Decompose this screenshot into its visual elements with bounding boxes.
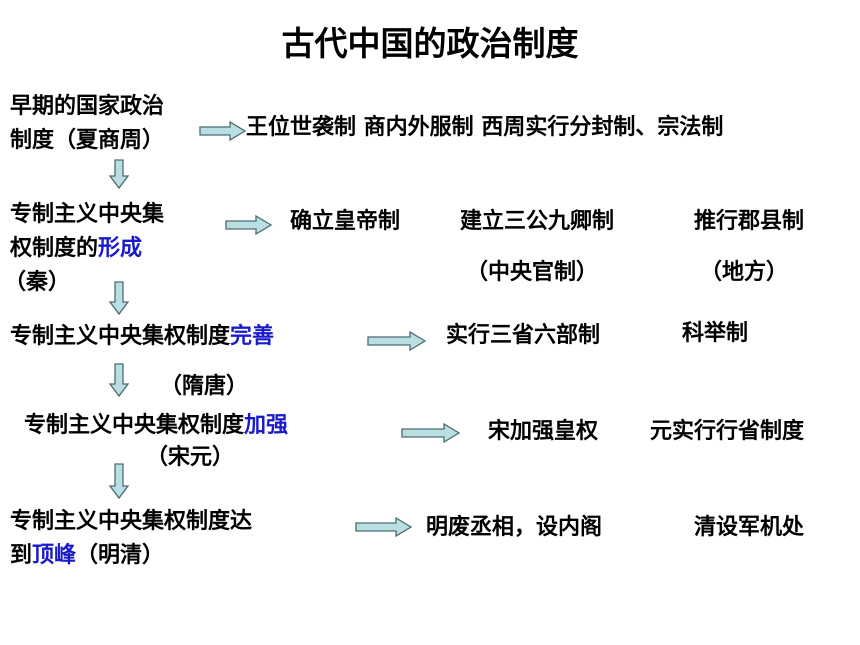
stage-5-label-text: 到 [10,543,33,568]
stage-1-label-line-2: 制度（夏商周） [10,128,165,153]
down-arrow-icon [108,281,130,316]
right-arrow-icon [199,120,247,142]
stage-5-highlight: 顶峰 [32,543,77,568]
stage-5-label-line-2: 到顶峰（明清） [10,541,164,571]
right-arrow-icon [355,516,413,538]
stage-2-detail-3: 推行郡县制 [694,209,805,234]
stage-4-period: （宋元） [146,445,235,470]
stage-2-period: （秦） [4,270,71,295]
stage-2-detail-2: 建立三公九卿制 [460,209,615,234]
stage-3-label-text: 专制主义中央集权制度 [10,324,231,349]
right-arrow-icon [367,330,427,352]
stage-1-label-line-1: 早期的国家政治 [10,94,165,119]
stage-2-label-text: 权制度的 [10,236,99,261]
stage-1-detail: 王位世袭制 商内外服制 西周实行分封制、宗法制 [246,115,724,140]
stage-3-highlight: 完善 [230,324,275,349]
down-arrow-icon [108,463,130,500]
down-arrow-icon [108,363,130,398]
right-arrow-icon [225,214,273,236]
stage-3-period: （隋唐） [160,374,249,399]
stage-3-detail-2: 科举制 [682,321,749,346]
stage-5-detail-2: 清设军机处 [694,515,805,540]
stage-4-detail-1: 宋加强皇权 [488,419,599,444]
stage-5-detail-1: 明废丞相，设内阁 [426,515,603,540]
stage-5-period: （明清） [76,543,165,568]
stage-2-note-2: （地方） [700,260,789,285]
stage-3-detail-1: 实行三省六部制 [446,323,601,348]
stage-2-highlight: 形成 [98,236,143,261]
stage-2-note-1: （中央官制） [466,260,599,285]
stage-4-detail-2: 元实行行省制度 [650,419,805,444]
stage-4-label: 专制主义中央集权制度加强 [24,411,288,441]
stage-3-label: 专制主义中央集权制度完善 [10,322,274,352]
right-arrow-icon [401,422,461,444]
stage-5-label-line-1: 专制主义中央集权制度达 [10,509,253,534]
stage-4-highlight: 加强 [244,413,289,438]
diagram-title: 古代中国的政治制度 [281,24,579,63]
stage-2-detail-1: 确立皇帝制 [290,209,401,234]
stage-2-label-line-2: 权制度的形成 [10,234,142,264]
down-arrow-icon [108,159,130,190]
stage-2-label-line-1: 专制主义中央集 [10,202,165,227]
stage-4-label-text: 专制主义中央集权制度 [24,413,245,438]
